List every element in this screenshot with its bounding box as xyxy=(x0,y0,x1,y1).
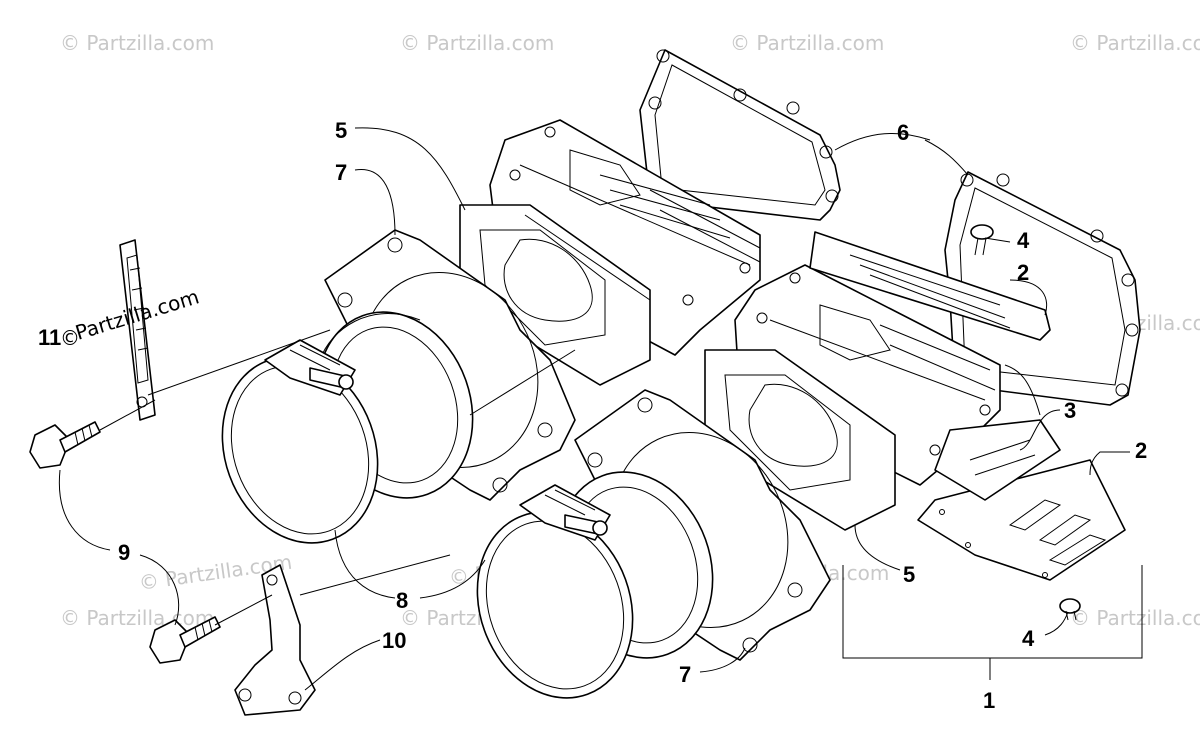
callout-5-lower: 5 xyxy=(903,562,915,587)
callout-10: 10 xyxy=(382,628,406,653)
gasket-upper xyxy=(639,49,841,221)
leader-lines xyxy=(58,127,1143,691)
callout-8: 8 xyxy=(396,588,408,613)
screw-upper xyxy=(970,224,994,256)
callout-7-lower: 7 xyxy=(679,662,691,687)
callout-2-lower: 2 xyxy=(1135,438,1147,463)
callout-7-upper: 7 xyxy=(335,160,347,185)
watermark-text: © Partzilla.com xyxy=(60,606,214,630)
callout-labels: 5 7 6 4 2 3 2 5 4 1 11 9 8 10 7 xyxy=(38,118,1147,713)
callout-4-upper: 4 xyxy=(1017,228,1030,253)
hose-clamp-lower xyxy=(476,484,634,699)
callout-1: 1 xyxy=(983,688,995,713)
reed-stopper-lower xyxy=(917,459,1126,581)
callout-6: 6 xyxy=(897,120,909,145)
callout-2-upper: 2 xyxy=(1017,260,1029,285)
watermark-text: © Partzilla.com xyxy=(730,31,884,55)
gasket-lower xyxy=(944,171,1141,406)
watermark-symbol: © xyxy=(60,326,80,350)
watermark-text: © Partzilla.com xyxy=(60,31,214,55)
reed-stopper-upper xyxy=(809,231,1051,341)
reed-petal xyxy=(934,419,1061,501)
callout-11: 11 xyxy=(38,325,61,350)
bolt-upper xyxy=(29,421,101,469)
bolt-lower xyxy=(149,616,221,664)
watermark-text: © Partzilla.com xyxy=(1070,606,1200,630)
bracket-strip xyxy=(119,239,156,421)
mount-bracket xyxy=(234,564,316,716)
callout-4-lower: 4 xyxy=(1022,626,1035,651)
callout-5-upper: 5 xyxy=(335,118,347,143)
watermark-text: © Partzilla.com xyxy=(400,31,554,55)
callout-3: 3 xyxy=(1064,398,1076,423)
hose-clamp-upper xyxy=(221,339,379,544)
screw-lower xyxy=(1059,598,1081,621)
watermark-text: © Partzilla.com xyxy=(1070,31,1200,55)
projection-lines xyxy=(99,329,576,626)
callout-9: 9 xyxy=(118,540,130,565)
